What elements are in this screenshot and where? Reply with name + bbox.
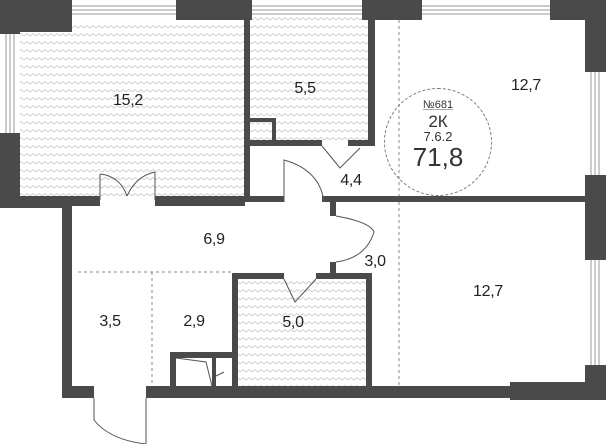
room-area-label: 2,9	[183, 313, 205, 330]
bathroom-bottom-hatch	[238, 278, 366, 386]
room-area-label: 3,5	[99, 313, 121, 330]
room-area-label: 5,5	[294, 80, 316, 97]
section-number: 7.6.2	[423, 129, 453, 144]
total-area: 71,8	[412, 142, 464, 172]
room-type: 2К	[428, 112, 448, 131]
bedroom-left-hatch	[20, 20, 245, 196]
walls	[0, 0, 606, 400]
doors	[93, 145, 375, 444]
room-area-label: 3,0	[364, 253, 386, 270]
room-area-label: 6,9	[203, 231, 225, 248]
apartment-info-badge: №681 2К 7.6.2 71,8	[384, 88, 492, 196]
room-area-label: 12,7	[511, 77, 541, 94]
room-area-label: 5,0	[282, 314, 304, 331]
apartment-number: №681	[422, 99, 454, 111]
windows	[5, 5, 600, 365]
room-area-label: 12,7	[473, 283, 503, 300]
room-area-label: 4,4	[340, 172, 362, 189]
room-area-label: 15,2	[113, 92, 143, 109]
